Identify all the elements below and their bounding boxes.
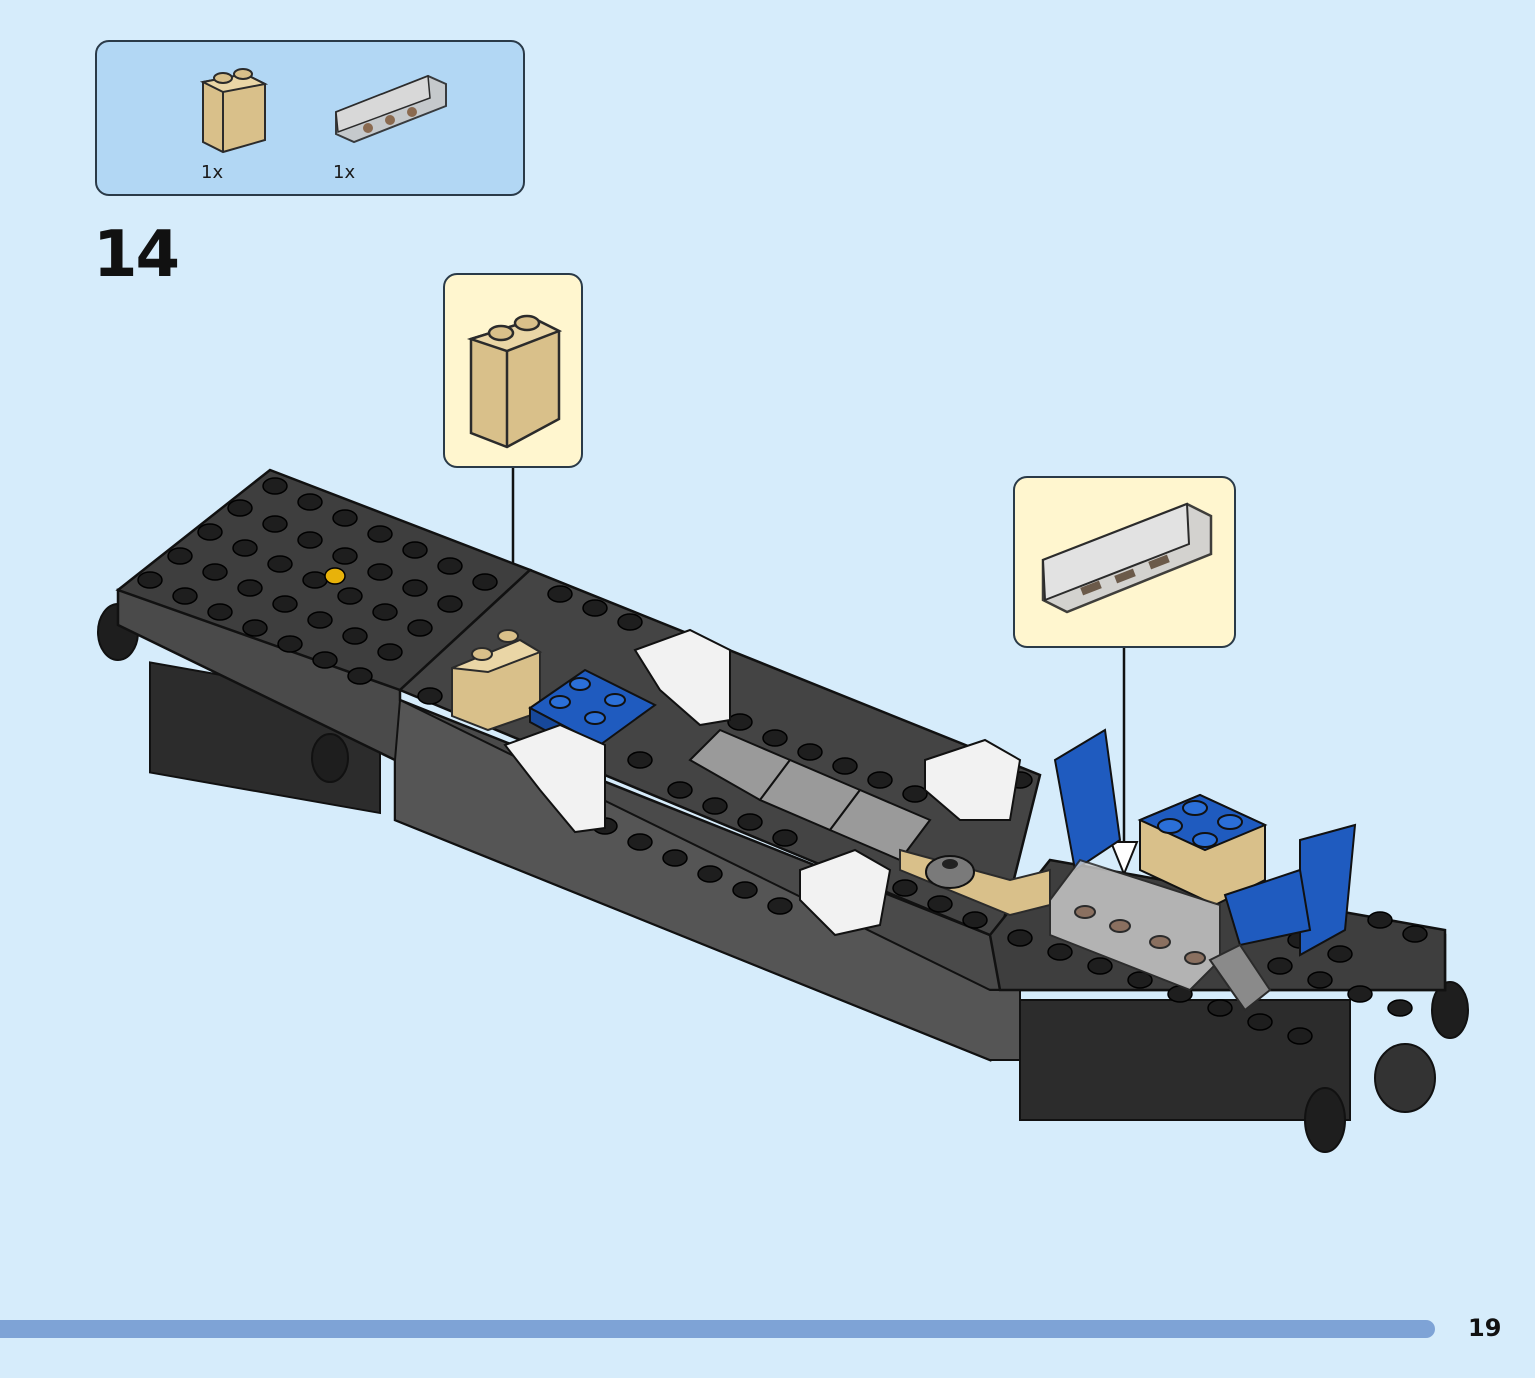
gray-slopes [688, 728, 932, 862]
tan-brick-callout-icon [466, 314, 563, 449]
tan-brick-1x2x2-icon [199, 68, 269, 154]
step-number: 14 [93, 218, 180, 292]
callout-trans-clear-panel [1013, 476, 1236, 648]
parts-list-box: 1x 1x [95, 40, 525, 196]
gold-stud [324, 567, 346, 585]
train-car-model-illustration [97, 468, 1469, 1153]
tan-brick-placed [451, 629, 543, 732]
round-cone [925, 855, 975, 889]
trans-clear-panel-callout-icon [1041, 502, 1213, 614]
part-quantity-2: 1x [333, 162, 356, 183]
part-quantity-1: 1x [201, 162, 224, 183]
right-bogie [1019, 981, 1469, 1153]
studs-left [137, 477, 498, 685]
white-slopes [503, 628, 1022, 937]
studs-right [1007, 911, 1428, 1045]
arrow-down-icon [1109, 841, 1139, 877]
trans-clear-panel-icon [335, 74, 447, 144]
trans-clear-panel-placed [1049, 858, 1272, 1012]
callout-tan-brick [443, 273, 583, 468]
blue-seat-right [1053, 728, 1357, 957]
footer-progress-bar [0, 1320, 1435, 1338]
page-number: 19 [1468, 1314, 1502, 1342]
